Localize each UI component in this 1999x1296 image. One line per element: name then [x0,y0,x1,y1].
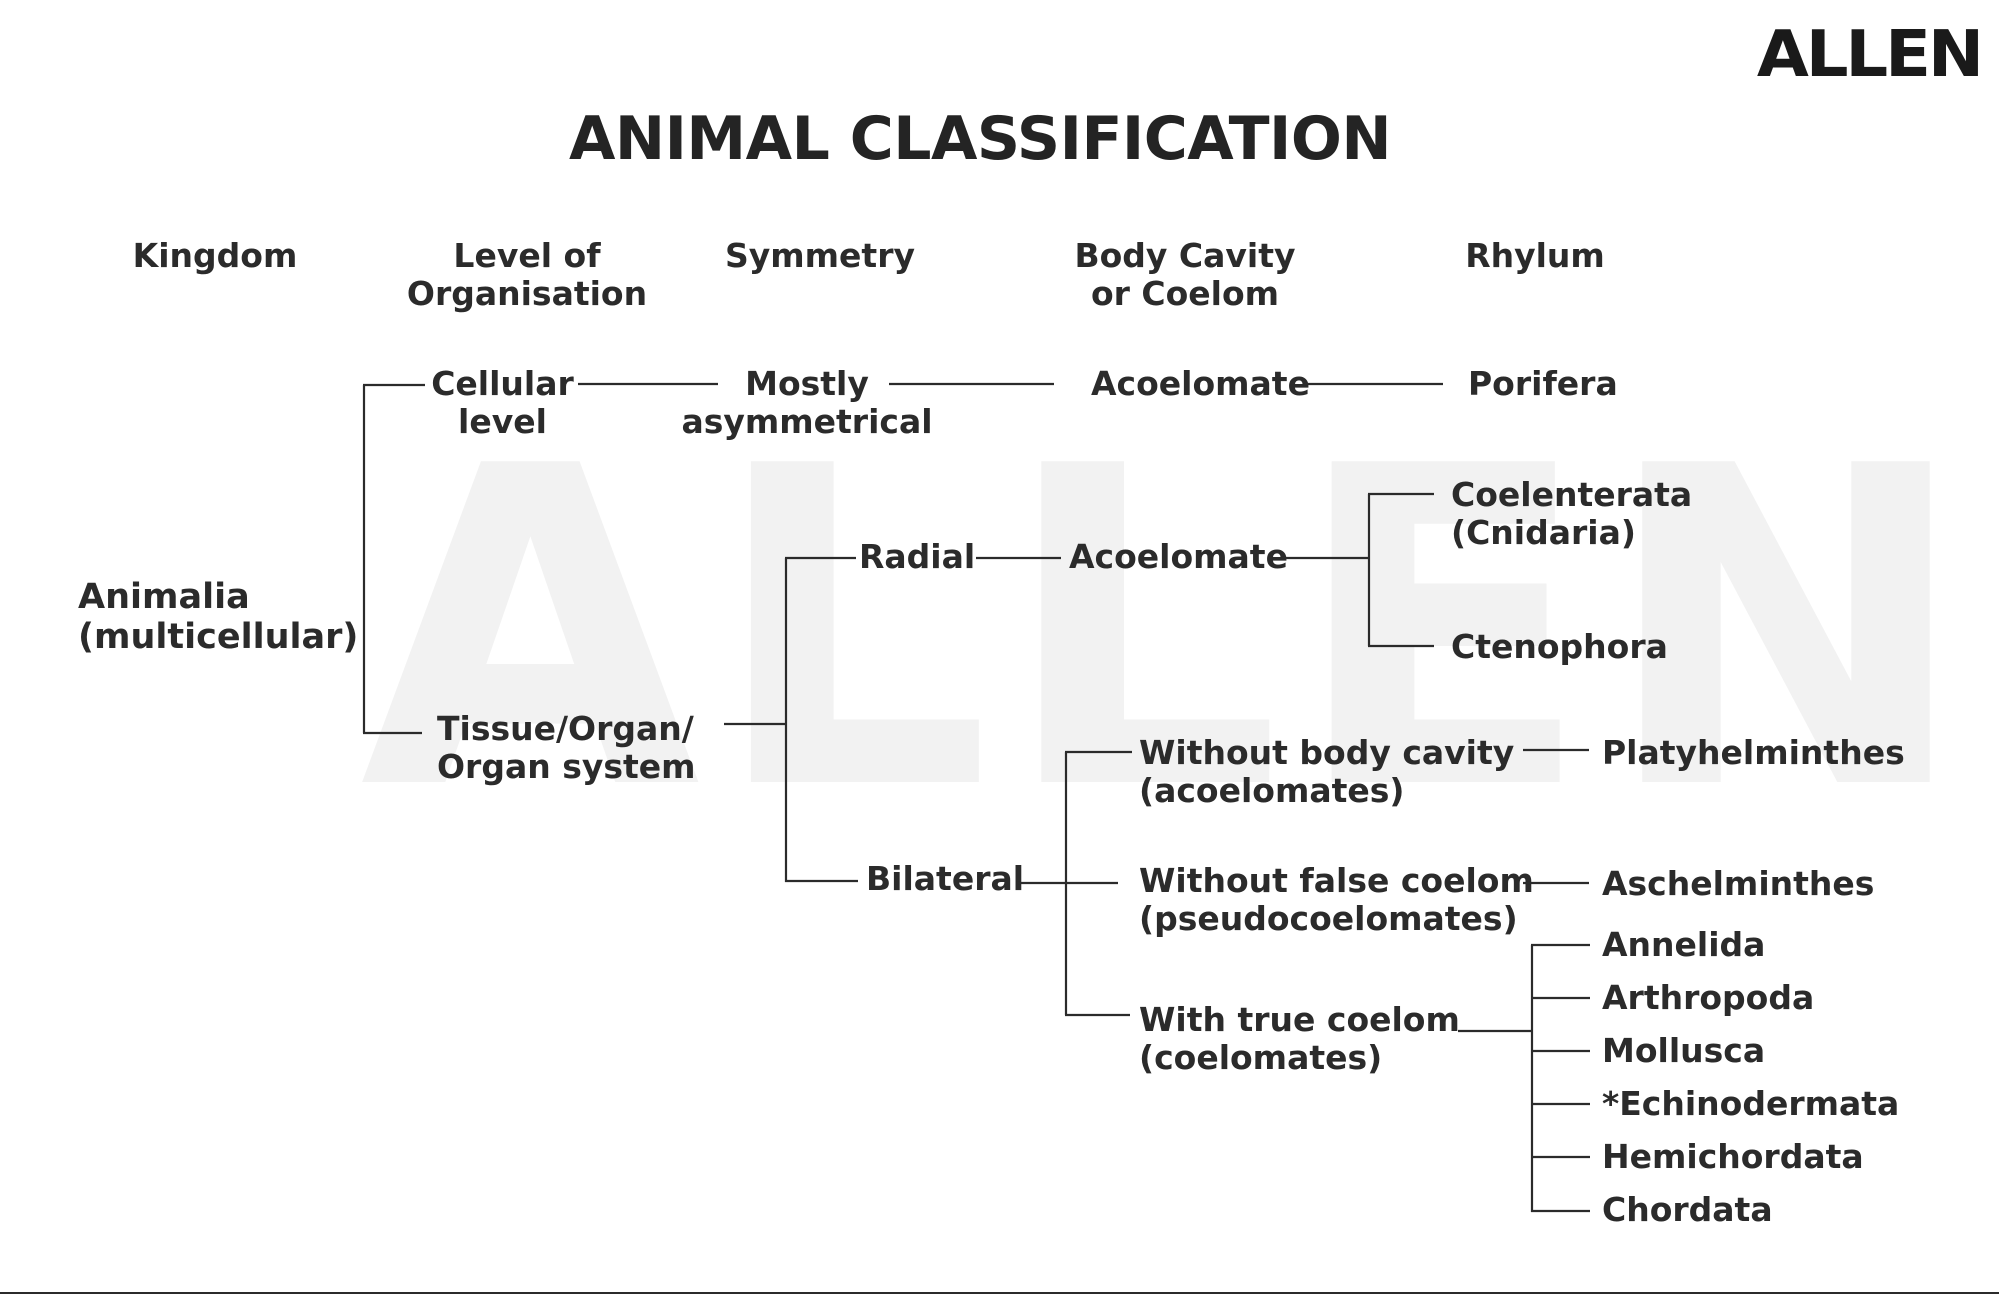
phylum-echinodermata: *Echinodermata [1602,1084,1900,1123]
brand-logo: ALLEN [1756,18,1984,92]
node-acoelomate-radial: Acoelomate [1069,537,1288,576]
node-without-body-cavity: Without body cavity (acoelomates) [1139,733,1515,810]
phylum-arthropoda: Arthropoda [1602,978,1815,1017]
header-kingdom: Kingdom [132,236,298,275]
phylum-porifera: Porifera [1468,364,1618,403]
node-bilateral: Bilateral [866,859,1025,898]
phylum-aschelminthes: Aschelminthes [1602,864,1875,903]
phylum-chordata: Chordata [1602,1190,1773,1229]
phylum-mollusca: Mollusca [1602,1031,1766,1070]
header-body-cavity: Body Cavity or Coelom [1074,236,1296,313]
node-cellular-level: Cellular level [431,364,574,441]
phylum-ctenophora: Ctenophora [1451,627,1668,666]
phylum-hemichordata: Hemichordata [1602,1137,1864,1176]
node-acoelomate-top: Acoelomate [1091,364,1310,403]
node-without-false-coelom: Without false coelom (pseudocoelomates) [1139,861,1534,938]
node-radial: Radial [859,537,976,576]
node-tissue-organ: Tissue/Organ/ Organ system [437,709,696,786]
bottom-rule [0,1292,1999,1294]
diagram-title: ANIMAL CLASSIFICATION [568,104,1392,174]
node-with-true-coelom: With true coelom (coelomates) [1139,1000,1460,1077]
phylum-coelenterata: Coelenterata (Cnidaria) [1451,475,1693,552]
phylum-annelida: Annelida [1602,925,1766,964]
phylum-platyhelminthes: Platyhelminthes [1602,733,1905,772]
header-level: Level of Organisation [406,236,648,313]
header-phylum: Rhylum [1465,236,1605,275]
node-animalia: Animalia (multicellular) [78,577,359,657]
header-symmetry: Symmetry [725,236,915,275]
node-mostly-asymmetrical: Mostly asymmetrical [681,364,933,441]
